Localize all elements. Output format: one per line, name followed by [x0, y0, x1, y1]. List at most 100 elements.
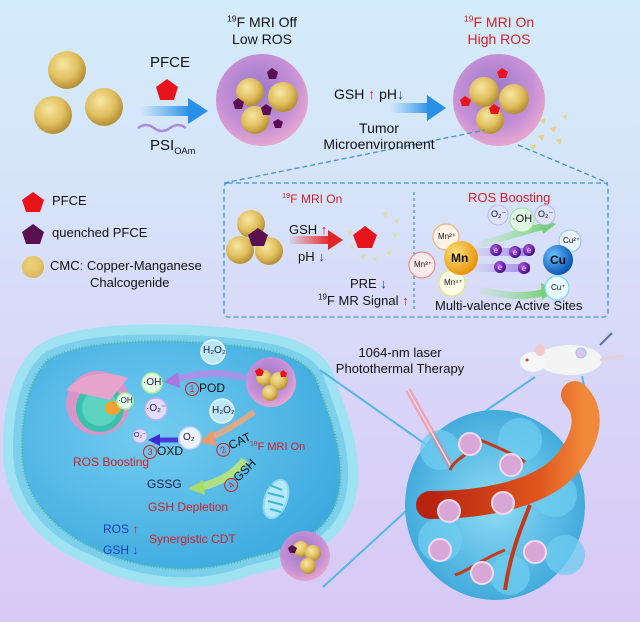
step-label: POD	[199, 381, 226, 395]
oxygen: O₂	[183, 432, 195, 443]
state-on-title: F MRI On	[473, 14, 535, 30]
h2o2-b: H₂O₂	[212, 405, 235, 416]
tumor-nanoparticles	[428, 432, 547, 585]
isotope-sup: 19	[463, 13, 474, 24]
pfce-reagent-label: PFCE	[150, 54, 191, 71]
state-on-line2: High ROS	[467, 31, 531, 47]
tme-arrow	[390, 95, 446, 121]
electron-label: e	[522, 264, 527, 273]
isotope-sup: 19	[226, 13, 237, 24]
species-superoxide-2: O₂⁻	[538, 209, 554, 219]
ros-indicator: ROS ↑	[103, 522, 138, 536]
therapy-line1: 1064-nm laser	[358, 345, 442, 360]
state-off-title: F MRI Off	[236, 14, 298, 30]
inset-pre-text: PRE	[350, 276, 377, 291]
cell-nucleus	[66, 371, 130, 435]
isotope-sup: 19	[250, 440, 258, 448]
step-number-circle: 1	[185, 382, 199, 396]
gsh-text: GSH	[103, 543, 130, 557]
state-off-line1: 19F MRI Off	[212, 14, 312, 31]
mouse-illustration	[520, 332, 626, 375]
pfce-pentagon-icon	[156, 79, 178, 100]
nanosphere-on	[453, 54, 567, 151]
inset-ph-text: pH	[298, 249, 315, 264]
inset-caption: Multi-valence Active Sites	[435, 298, 583, 313]
species-bubbles	[487, 204, 556, 233]
pfce-legend-icon	[22, 192, 44, 212]
oxygen-small: O₂⁻	[134, 432, 146, 439]
therapy-label: 1064-nm laser Photothermal Therapy	[335, 345, 465, 377]
state-off-label: 19F MRI Off Low ROS	[212, 14, 312, 48]
species-hydroxyl: ·OH	[512, 213, 533, 225]
electron-label: e	[513, 248, 518, 257]
mn3-ion: Mn³⁺	[414, 260, 432, 269]
legend-label: PFCE	[52, 193, 87, 208]
gssg-label: GSSG	[147, 477, 182, 491]
cu-center: Cu	[550, 253, 566, 267]
inset-ph: pH ↓	[298, 249, 325, 264]
mn-cluster	[408, 223, 478, 297]
polymer-name: PSI	[150, 137, 175, 154]
cell-mri-on: 19F MRI On	[250, 440, 306, 453]
legend-item-quenched-pfce: quenched PFCE	[20, 222, 147, 251]
cu1-ion: Cu⁺	[551, 283, 566, 292]
isotope-sup: 19	[282, 191, 291, 200]
state-on-line1: 19F MRI On	[449, 14, 549, 31]
gsh-indicator: GSH ↓	[103, 543, 138, 557]
therapy-line2: Photothermal Therapy	[335, 361, 465, 376]
up-arrow-icon: ↑	[364, 86, 380, 102]
synergistic-cdt-label: Synergistic CDT	[149, 532, 236, 546]
electron-label: e	[527, 246, 532, 255]
trigger-gsh: GSH	[334, 86, 365, 102]
mn-center: Mn	[451, 251, 469, 265]
ros-text: ROS	[103, 522, 130, 536]
inset-signal-text: F MR Signal	[326, 293, 399, 308]
inset-ros-title: ROS Boosting	[468, 190, 551, 205]
trigger-conditions: GSH ↑ pH↓	[334, 86, 404, 102]
state-on-label: 19F MRI On High ROS	[449, 14, 549, 48]
trigger-ph: pH	[379, 86, 398, 102]
up-arrow-icon: ↑	[317, 222, 328, 237]
released-pfce	[347, 212, 399, 262]
quenched-pfce-legend-icon	[22, 224, 44, 244]
inset-mri-on-title: 19F MRI On	[282, 192, 342, 206]
inset-signal: 19F MR Signal ↑	[318, 293, 409, 308]
legend-cmc-line2: Chalcogenide	[90, 275, 170, 290]
inset-mri-on-text: F MRI On	[290, 192, 343, 206]
tme-line2: Microenvironment	[323, 136, 435, 152]
up-arrow-icon: ↑	[129, 522, 139, 536]
gsh-depletion-label: GSH Depletion	[148, 500, 229, 514]
cell-mri-on-text: F MRI On	[257, 441, 306, 453]
legend: PFCE quenched PFCE CMC: Copper-Manganese…	[20, 190, 220, 310]
assembly-arrow	[140, 98, 208, 124]
molecule-bubbles	[116, 339, 235, 450]
down-arrow-icon: ↓	[314, 249, 325, 264]
electron-group	[490, 244, 535, 274]
h2o2-a: H₂O₂	[203, 345, 226, 356]
polymer-label: PSIOAm	[150, 137, 195, 156]
inset-cmc-cluster	[226, 210, 283, 265]
tme-line1: Tumor	[359, 120, 399, 136]
species-superoxide-1: O₂⁻	[491, 209, 507, 219]
mn2-ion: Mn²⁺	[438, 232, 456, 241]
step-number-circle: 3	[143, 445, 157, 459]
legend-item-pfce: PFCE	[20, 190, 87, 219]
electron-label: e	[494, 246, 499, 255]
inset-gsh: GSH ↑	[289, 222, 327, 237]
hydroxyl-b: ·OH	[118, 396, 133, 405]
mn4-ion: Mn⁴⁺	[444, 278, 463, 287]
nanosphere-off	[216, 54, 308, 146]
inset-zoom-lines	[223, 129, 609, 318]
cell-ros-boosting: ROS Boosting	[73, 455, 150, 469]
up-arrow-icon: ↑	[398, 293, 409, 308]
inset-pre: PRE ↓	[350, 276, 387, 291]
cell-nanosphere	[246, 357, 296, 407]
laser-beam	[405, 388, 453, 467]
legend-label: quenched PFCE	[52, 225, 148, 240]
down-arrow-icon: ↓	[129, 543, 139, 557]
blood-vessel	[416, 381, 600, 591]
state-off-line2: Low ROS	[232, 31, 292, 47]
